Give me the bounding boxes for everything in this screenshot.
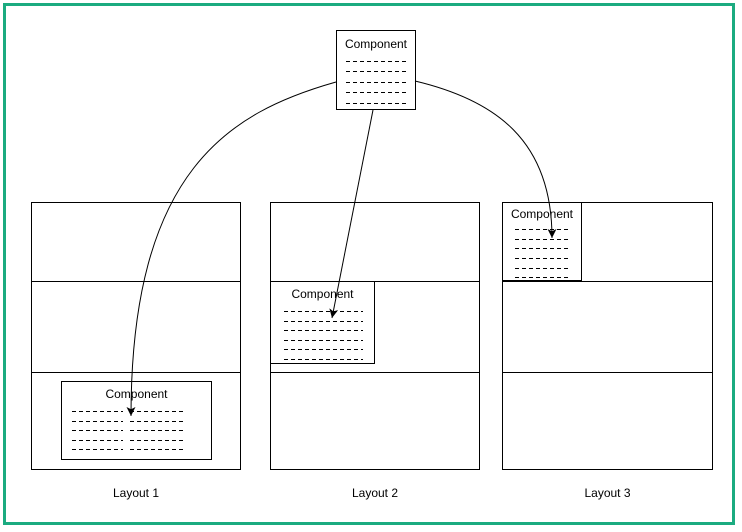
placeholder-text-lines [284, 311, 363, 360]
layout-row-divider [32, 281, 240, 282]
layout-1-component-title: Component [105, 387, 168, 401]
layout-row-divider [503, 281, 712, 282]
source-component-title: Component [344, 37, 408, 51]
layout-2-label: Layout 2 [351, 486, 399, 500]
layout-1-component-box: Component [61, 381, 212, 460]
layout-row-divider [271, 372, 479, 373]
placeholder-text-lines [346, 61, 406, 104]
layout-3-component-title: Component [510, 207, 574, 221]
layout-row-divider [32, 372, 240, 373]
layout-row-divider [271, 281, 479, 282]
layout-3-component-box: Component [502, 202, 582, 281]
layout-2-component-box: Component [270, 281, 375, 364]
layout-1-label: Layout 1 [112, 486, 160, 500]
layout-3-label: Layout 3 [584, 486, 631, 500]
source-component-box: Component [336, 30, 416, 110]
placeholder-text-lines [72, 411, 201, 451]
layout-2-component-title: Component [291, 287, 354, 301]
placeholder-text-lines [515, 229, 569, 279]
layout-row-divider [503, 372, 712, 373]
